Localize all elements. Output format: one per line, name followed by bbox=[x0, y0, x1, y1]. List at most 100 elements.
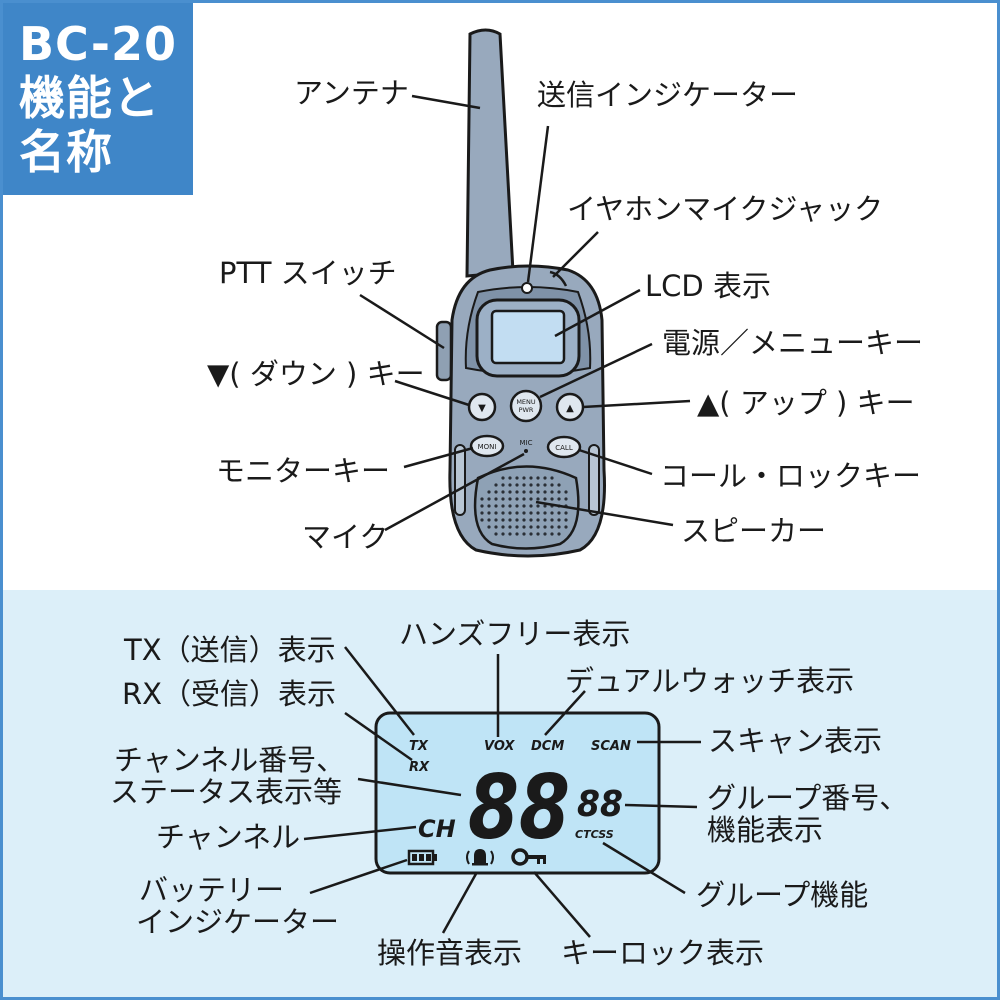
speaker-hole bbox=[543, 518, 547, 522]
label-mic: マイク bbox=[302, 520, 389, 554]
speaker-hole bbox=[529, 476, 533, 480]
side-grip-left bbox=[454, 444, 466, 516]
speaker-hole bbox=[529, 532, 533, 536]
label-channel: チャンネル bbox=[156, 820, 301, 854]
leader-operation-sound bbox=[441, 871, 479, 934]
label-call-lock-key: コール・ロックキー bbox=[660, 459, 922, 493]
label-battery-2: インジケーター bbox=[136, 905, 340, 939]
speaker-hole bbox=[550, 483, 554, 487]
title-line-3: 名称 bbox=[19, 125, 113, 179]
leader-ptt bbox=[359, 293, 445, 350]
speaker-hole bbox=[529, 490, 533, 494]
leader-group-function bbox=[602, 841, 686, 895]
leader-tx-indicator bbox=[526, 125, 550, 283]
label-earphone-jack: イヤホンマイクジャック bbox=[567, 192, 884, 226]
leader-rx bbox=[344, 711, 413, 762]
speaker-hole bbox=[550, 511, 554, 515]
speaker-hole bbox=[494, 497, 498, 501]
leader-antenna bbox=[411, 94, 481, 110]
moni-button-text: MONI bbox=[478, 443, 497, 451]
speaker-hole bbox=[557, 490, 561, 494]
speaker-hole bbox=[508, 497, 512, 501]
speaker-hole bbox=[480, 518, 484, 522]
leader-channel bbox=[303, 825, 417, 841]
speaker-hole bbox=[480, 504, 484, 508]
speaker-hole bbox=[543, 483, 547, 487]
speaker-hole bbox=[515, 518, 519, 522]
call-button-text: CALL bbox=[555, 444, 573, 452]
label-channel-number-1: チャンネル番号、 bbox=[114, 743, 346, 777]
lcd-scan-indicator: SCAN bbox=[591, 739, 631, 754]
speaker-hole bbox=[515, 490, 519, 494]
speaker-hole bbox=[515, 525, 519, 529]
speaker-hole bbox=[529, 483, 533, 487]
side-grip-right bbox=[588, 444, 600, 516]
label-power-menu: 電源／メニューキー bbox=[662, 326, 924, 360]
lcd-vox-indicator: VOX bbox=[484, 739, 515, 754]
label-monitor-key: モニターキー bbox=[216, 454, 391, 488]
down-key-button bbox=[467, 392, 497, 422]
speaker-hole bbox=[501, 490, 505, 494]
speaker-hole bbox=[550, 518, 554, 522]
speaker-hole bbox=[536, 476, 540, 480]
speaker-hole bbox=[515, 532, 519, 536]
speaker-hole bbox=[501, 525, 505, 529]
speaker-hole bbox=[557, 497, 561, 501]
speaker-hole bbox=[501, 511, 505, 515]
speaker-hole bbox=[494, 483, 498, 487]
speaker-hole bbox=[543, 511, 547, 515]
speaker-hole bbox=[494, 518, 498, 522]
speaker-hole bbox=[522, 476, 526, 480]
speaker-hole bbox=[522, 525, 526, 529]
speaker-hole bbox=[564, 511, 568, 515]
speaker-hole bbox=[550, 476, 554, 480]
mic-label-text: MIC bbox=[520, 439, 533, 447]
lcd-ctcss-text: CTCSS bbox=[575, 828, 614, 841]
menu-button-text: MENU bbox=[516, 398, 536, 406]
speaker-hole bbox=[508, 511, 512, 515]
battery-icon bbox=[407, 849, 437, 866]
lcd-channel-digits: 88 bbox=[468, 756, 570, 859]
leader-up-key bbox=[582, 399, 691, 409]
label-lcd: LCD 表示 bbox=[645, 269, 771, 303]
speaker-holes bbox=[480, 476, 568, 536]
speaker-hole bbox=[536, 511, 540, 515]
label-channel-number-2: ステータス表示等 bbox=[110, 775, 343, 809]
earphone-jack-icon bbox=[549, 270, 568, 287]
speaker-hole bbox=[536, 483, 540, 487]
speaker-hole bbox=[494, 490, 498, 494]
speaker-hole bbox=[515, 476, 519, 480]
speaker-hole bbox=[508, 476, 512, 480]
label-operation-sound: 操作音表示 bbox=[377, 936, 523, 970]
speaker-hole bbox=[536, 518, 540, 522]
speaker-hole bbox=[564, 518, 568, 522]
speaker-hole bbox=[536, 490, 540, 494]
speaker-hole bbox=[543, 504, 547, 508]
title-box: BC-20 機能と 名称 bbox=[3, 3, 193, 195]
speaker-hole bbox=[522, 518, 526, 522]
label-rx-display: RX（受信）表示 bbox=[122, 677, 337, 711]
label-tx-indicator: 送信インジケーター bbox=[537, 78, 799, 112]
leader-battery bbox=[309, 858, 408, 895]
label-tx-display: TX（送信）表示 bbox=[124, 633, 336, 667]
leader-power-menu bbox=[539, 342, 653, 399]
speaker-hole bbox=[536, 532, 540, 536]
leader-channel-number bbox=[357, 777, 462, 797]
menu-power-button bbox=[509, 389, 543, 423]
speaker-hole bbox=[550, 497, 554, 501]
label-ptt-switch: PTT スイッチ bbox=[219, 256, 397, 290]
speaker-hole bbox=[550, 490, 554, 494]
speaker-hole bbox=[487, 511, 491, 515]
call-lock-button bbox=[546, 435, 582, 459]
speaker-hole bbox=[487, 518, 491, 522]
speaker-hole bbox=[508, 490, 512, 494]
speaker-hole bbox=[508, 525, 512, 529]
speaker-hole bbox=[487, 497, 491, 501]
speaker-hole bbox=[515, 504, 519, 508]
speaker-hole bbox=[515, 497, 519, 501]
down-key-symbol: ▼ bbox=[478, 403, 486, 414]
monitor-key-button bbox=[469, 434, 505, 458]
leader-dual-watch bbox=[544, 690, 586, 736]
